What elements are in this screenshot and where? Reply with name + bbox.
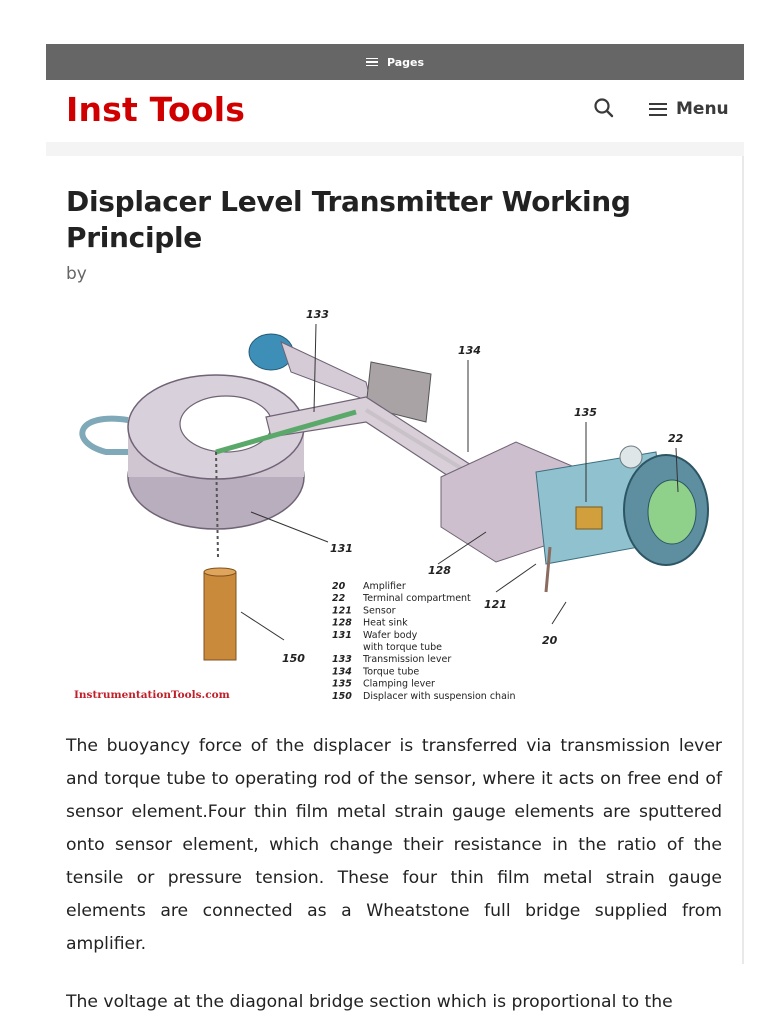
legend-description: Terminal compartment [362, 593, 471, 604]
legend-number: 128 [332, 618, 352, 629]
legend-description: Clamping lever [363, 679, 435, 690]
content-border [742, 156, 744, 964]
callout-135: 135 [574, 406, 597, 419]
figure-watermark: InstrumentationTools.com [74, 689, 230, 701]
leader-lines [240, 323, 679, 641]
article-byline: by [66, 264, 87, 284]
transmission-lever [215, 409, 357, 455]
legend-number: 22 [332, 593, 346, 604]
legend-number: 20 [332, 581, 346, 592]
header-divider [46, 142, 744, 156]
legend-description: Displacer with suspension chain [363, 691, 516, 702]
wafer-bore [179, 395, 273, 453]
menu-hamburger-icon [649, 102, 667, 116]
callout-133: 133 [306, 308, 329, 321]
legend-description: Amplifier [363, 581, 406, 592]
menu-button[interactable]: Menu [649, 98, 729, 120]
article-title: Displacer Level Transmitter Working Prin… [66, 185, 631, 254]
legend-number: 133 [332, 654, 352, 665]
callout-131: 131 [330, 542, 353, 555]
housing-plug [619, 445, 643, 469]
displacer-transmitter-diagram: 133 134 135 22 131 128 121 150 20 20 Ampl… [74, 308, 709, 702]
pages-bar[interactable]: Pages [46, 44, 744, 80]
legend-number: 134 [332, 666, 352, 677]
paragraph-2: The voltage at the diagonal bridge secti… [66, 992, 673, 1012]
display-window [647, 479, 697, 545]
sensor-element [575, 506, 603, 530]
legend-description: Sensor [363, 605, 396, 616]
legend-number: 121 [332, 605, 352, 616]
hamburger-icon [365, 57, 378, 67]
article: Displacer Level Transmitter Working Prin… [66, 156, 722, 1020]
legend-number: 135 [332, 679, 352, 690]
legend-description: Heat sink [363, 618, 408, 629]
article-figure: 133 134 135 22 131 128 121 150 20 20 Ampl… [66, 302, 722, 712]
site-logo[interactable]: Inst Tools [66, 90, 246, 129]
legend-number: 131 [332, 630, 352, 641]
displacer [203, 571, 237, 661]
callout-150: 150 [282, 652, 305, 665]
callout-134: 134 [458, 344, 481, 357]
displacer-top [203, 567, 237, 577]
search-icon [594, 98, 614, 118]
menu-label: Menu [676, 99, 729, 119]
callout-128: 128 [428, 564, 451, 577]
callout-22: 22 [668, 432, 684, 445]
legend-number: 150 [332, 691, 352, 702]
neck-housing [280, 341, 372, 403]
legend-description: Wafer body [363, 630, 418, 641]
callout-121: 121 [484, 598, 507, 611]
paragraph-1: The buoyancy force of the displacer is t… [66, 736, 722, 954]
pages-label[interactable]: Pages [386, 55, 425, 69]
hook-loop [79, 415, 136, 455]
site-header: Inst Tools Menu [46, 80, 744, 142]
legend-description: with torque tube [363, 642, 442, 653]
amplifier-lead [544, 546, 552, 593]
legend-description: Transmission lever [362, 654, 451, 665]
search-button[interactable] [592, 96, 616, 120]
callout-20: 20 [542, 634, 558, 647]
legend-description: Torque tube [362, 666, 419, 677]
